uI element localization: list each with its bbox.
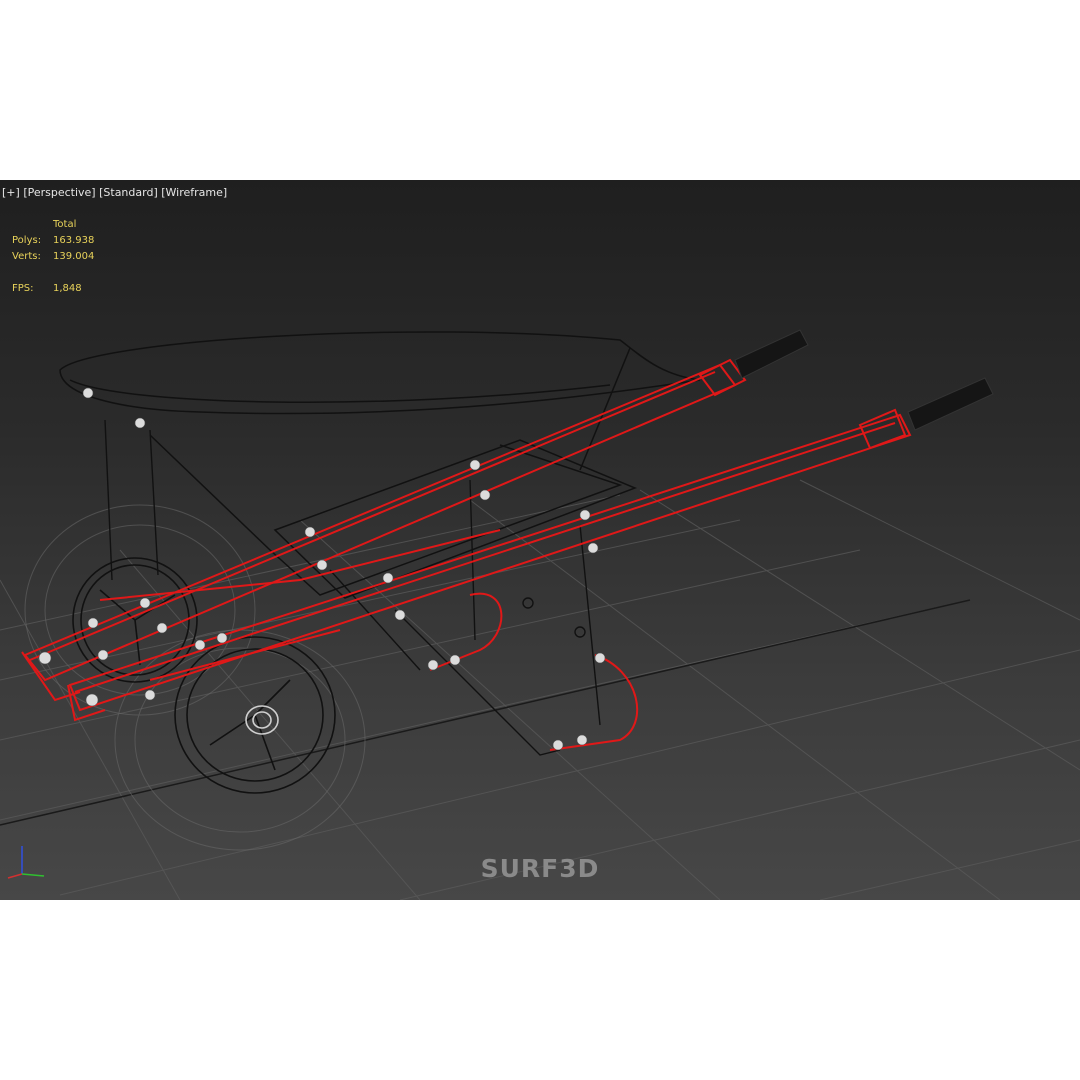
viewport-label[interactable]: [+] [Perspective] [Standard] [Wireframe] bbox=[2, 186, 227, 199]
polys-label: Polys: bbox=[12, 235, 42, 246]
fps-value: 1,848 bbox=[53, 283, 82, 294]
verts-label: Verts: bbox=[12, 251, 41, 262]
xyz-axis-tripod-icon bbox=[7, 846, 45, 879]
watermark: SURF3D bbox=[480, 854, 600, 883]
scene-statistics: Total Polys: 163.938 Verts: 139.004 FPS: 1,… bbox=[12, 217, 94, 297]
polys-value: 163.938 bbox=[53, 235, 95, 246]
wheelbarrow-handles bbox=[21, 358, 912, 751]
viewport-menu-button[interactable]: [+] bbox=[2, 186, 20, 199]
perspective-viewport[interactable]: [+] [Perspective] [Standard] [Wireframe]… bbox=[0, 180, 1080, 900]
viewport-display-mode-menu[interactable]: [Wireframe] bbox=[161, 186, 228, 199]
stats-header: Total bbox=[53, 219, 77, 230]
grid-axis-line bbox=[0, 599, 971, 826]
verts-value: 139.004 bbox=[53, 251, 95, 262]
tire-mesh bbox=[24, 504, 366, 851]
wheel-rims bbox=[72, 557, 336, 794]
wireframe-scene[interactable] bbox=[0, 180, 1080, 900]
wheelbarrow-tray bbox=[59, 331, 701, 599]
support-struts bbox=[104, 419, 601, 756]
viewport-shading-menu[interactable]: [Standard] bbox=[99, 186, 158, 199]
bolts bbox=[38, 387, 606, 751]
fps-label: FPS: bbox=[12, 283, 34, 294]
viewport-view-menu[interactable]: [Perspective] bbox=[23, 186, 96, 199]
ground-grid bbox=[0, 479, 1080, 900]
handle-grips bbox=[734, 329, 994, 431]
